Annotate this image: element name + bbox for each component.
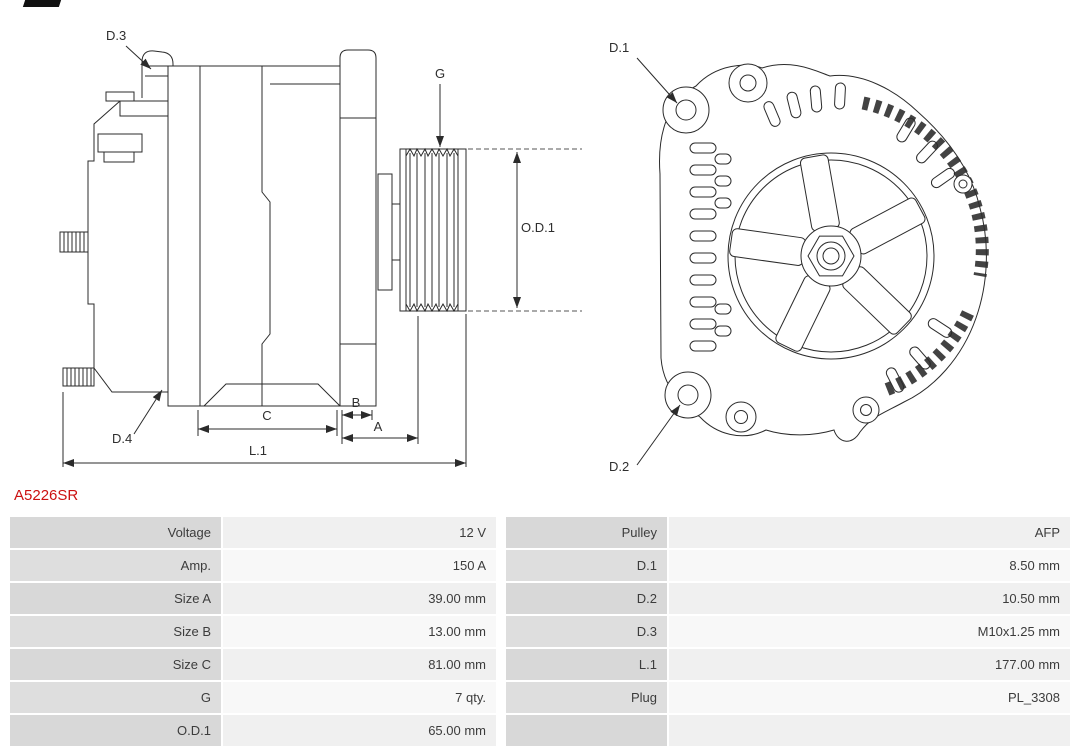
pulley-spokes [729, 154, 926, 352]
spec-label: Size C [10, 649, 221, 680]
spec-label: D.3 [506, 616, 667, 647]
column-gap [498, 550, 504, 581]
front-view [659, 63, 989, 442]
spec-label: D.2 [506, 583, 667, 614]
spec-value: PL_3308 [669, 682, 1070, 713]
spec-label: L.1 [506, 649, 667, 680]
technical-drawing: D.3 G O.D.1 D.4 C B A L.1 [0, 6, 1080, 482]
label-a: A [374, 419, 383, 434]
column-gap [498, 649, 504, 680]
alternator-drawing-svg: D.3 G O.D.1 D.4 C B A L.1 [59, 28, 989, 474]
spec-row: Size A 39.00 mm D.2 10.50 mm [10, 583, 1070, 614]
spec-value: 65.00 mm [223, 715, 496, 746]
spec-label: Voltage [10, 517, 221, 548]
label-c: C [262, 408, 271, 423]
spec-value: 150 A [223, 550, 496, 581]
spec-row: O.D.1 65.00 mm [10, 715, 1070, 746]
spec-label [506, 715, 667, 746]
spec-row: G 7 qty. Plug PL_3308 [10, 682, 1070, 713]
spec-value: 81.00 mm [223, 649, 496, 680]
column-gap [498, 517, 504, 548]
spec-value: 8.50 mm [669, 550, 1070, 581]
column-gap [498, 616, 504, 647]
front-view-dimensions: D.1 D.2 [609, 40, 681, 474]
side-view-dimensions: D.3 G O.D.1 D.4 C B A L.1 [62, 28, 582, 467]
spec-label: Amp. [10, 550, 221, 581]
spec-value [669, 715, 1070, 746]
spec-label: Size B [10, 616, 221, 647]
label-od1: O.D.1 [521, 220, 555, 235]
spec-value: 7 qty. [223, 682, 496, 713]
label-l1: L.1 [249, 443, 267, 458]
spec-value: 13.00 mm [223, 616, 496, 647]
spec-row: Size C 81.00 mm L.1 177.00 mm [10, 649, 1070, 680]
spec-label: D.1 [506, 550, 667, 581]
label-d3: D.3 [106, 28, 126, 43]
label-d4: D.4 [112, 431, 132, 446]
column-gap [498, 682, 504, 713]
spec-label: Size A [10, 583, 221, 614]
spec-row: Size B 13.00 mm D.3 M10x1.25 mm [10, 616, 1070, 647]
spec-value: 10.50 mm [669, 583, 1070, 614]
spec-label: Pulley [506, 517, 667, 548]
spec-label: G [10, 682, 221, 713]
label-g: G [435, 66, 445, 81]
spec-value: 12 V [223, 517, 496, 548]
label-b: B [352, 395, 361, 410]
product-code: A5226SR [14, 487, 79, 504]
label-d2: D.2 [609, 459, 629, 474]
spec-table: Voltage 12 V Pulley AFP Amp. 150 A D.1 8… [10, 517, 1070, 746]
spec-value: 177.00 mm [669, 649, 1070, 680]
label-d1: D.1 [609, 40, 629, 55]
column-gap [498, 715, 504, 746]
spec-value: M10x1.25 mm [669, 616, 1070, 647]
column-gap [498, 583, 504, 614]
spec-label: O.D.1 [10, 715, 221, 746]
spec-row: Voltage 12 V Pulley AFP [10, 517, 1070, 548]
spec-label: Plug [506, 682, 667, 713]
spec-value: AFP [669, 517, 1070, 548]
side-view [59, 49, 467, 407]
spec-row: Amp. 150 A D.1 8.50 mm [10, 550, 1070, 581]
spec-value: 39.00 mm [223, 583, 496, 614]
